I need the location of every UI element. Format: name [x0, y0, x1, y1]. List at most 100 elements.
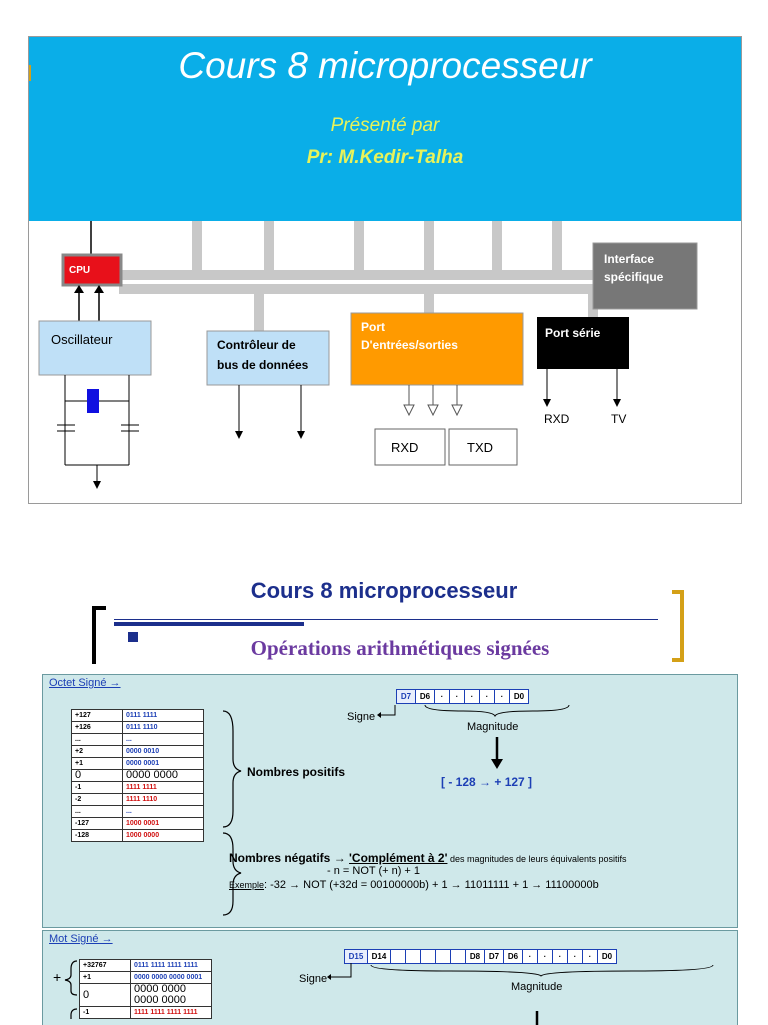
decimal-cell: 0	[79, 983, 131, 1007]
bus-controller-label-2: bus de données	[217, 358, 309, 372]
down-arrow-icon	[491, 737, 503, 769]
example-text: : -32 → NOT (+32d = 00100000b) + 1 → 110…	[264, 879, 599, 891]
word-plus-sign: +	[53, 969, 62, 985]
binary-cell: 0111 1110	[122, 721, 204, 734]
decimal-cell: -127	[71, 817, 123, 830]
word-heading: Mot Signé →	[49, 933, 113, 945]
bit-cell: ·	[494, 689, 510, 704]
complement-label: 'Complément à 2'	[349, 851, 448, 865]
bit-cell: ·	[449, 689, 465, 704]
slide-1-title: Cours 8 microprocesseur	[178, 45, 592, 86]
system-diagram: CPU Oscillateur Contrôleur de bus de don…	[38, 217, 698, 489]
binary-cell: 0000 0010	[122, 745, 204, 758]
decimal-cell: +1	[71, 757, 123, 770]
presented-by: Présenté par	[330, 115, 440, 136]
slide-marker	[29, 65, 31, 81]
bit-cell: D15	[344, 949, 368, 964]
decimal-cell: +127	[71, 709, 123, 722]
author-name: Pr: M.Kedir-Talha	[306, 147, 464, 168]
binary-cell: 0000 0001	[122, 757, 204, 770]
title-rule	[114, 619, 658, 620]
table-row: ......	[71, 733, 204, 746]
binary-cell: 0111 1111 1111 1111	[130, 959, 212, 972]
serial-port-label: Port série	[545, 326, 601, 340]
serial-port-block	[537, 317, 629, 369]
bullet-square	[128, 632, 138, 642]
octet-sign-label: Signe	[347, 711, 376, 723]
octet-range: [ - 128 → + 127 ]	[441, 775, 533, 789]
rxd-box	[374, 428, 446, 466]
complement-formula: - n = NOT (+ n) + 1	[327, 865, 421, 877]
decimal-cell: 0	[71, 769, 123, 782]
slide-2-subtitle: Opérations arithmétiques signées	[250, 636, 550, 660]
binary-cell: 1111 1111	[122, 781, 204, 794]
bit-cell	[390, 949, 406, 964]
oscillator-label: Oscillateur	[51, 332, 113, 347]
slide-2-title: Cours 8 microprocesseur	[250, 578, 518, 603]
decimal-cell: -2	[71, 793, 123, 806]
binary-cell: ...	[122, 805, 204, 818]
decimal-cell: ...	[71, 805, 123, 818]
positive-label: Nombres positifs	[247, 765, 346, 779]
example-line: Exemple: -32 → NOT (+32d = 00100000b) + …	[229, 879, 599, 891]
complement-rest: des magnitudes de leurs équivalents posi…	[447, 854, 627, 864]
rxd-output-label: RXD	[544, 412, 570, 426]
decimal-cell: +32767	[79, 959, 131, 972]
bit-cell: ·	[537, 949, 553, 964]
bit-cell	[420, 949, 436, 964]
bit-cell: ·	[522, 949, 538, 964]
cpu-label: CPU	[69, 265, 90, 276]
binary-cell: 1000 0000	[122, 829, 204, 842]
bit-cell: D0	[509, 689, 529, 704]
bit-cell: D14	[367, 949, 391, 964]
interface-label-2: spécifique	[604, 270, 664, 284]
interface-block	[592, 242, 698, 310]
bit-cell: D7	[396, 689, 416, 704]
octet-heading: Octet Signé →	[49, 677, 121, 689]
rxd-box-label: RXD	[391, 440, 418, 455]
octet-magnitude-label: Magnitude	[467, 721, 519, 733]
binary-cell: 1111 1110	[122, 793, 204, 806]
decimal-cell: +126	[71, 721, 123, 734]
binary-cell: 1000 0001	[122, 817, 204, 830]
left-bracket	[92, 606, 96, 664]
decimal-cell: +1	[79, 971, 131, 984]
bit-cell: D6	[503, 949, 523, 964]
word-magnitude-label: Magnitude	[511, 981, 563, 993]
bit-cell: ·	[582, 949, 598, 964]
decimal-cell: -1	[79, 1006, 131, 1019]
binary-cell: 0000 0000 0000 0001	[130, 971, 212, 984]
bit-cell	[435, 949, 451, 964]
slide-1: CPU Oscillateur Contrôleur de bus de don…	[28, 36, 742, 504]
table-row: ......	[71, 805, 204, 818]
bit-cell	[405, 949, 421, 964]
io-port-label-2: D'entrées/sorties	[361, 338, 458, 352]
decimal-cell: -1	[71, 781, 123, 794]
bit-cell: ·	[434, 689, 450, 704]
bit-cell: D0	[597, 949, 617, 964]
right-bracket	[680, 590, 684, 662]
oscillator-block	[38, 320, 152, 376]
negative-label: Nombres négatifs →	[229, 851, 346, 865]
braces	[222, 710, 242, 916]
tv-output-label: TV	[611, 412, 626, 426]
bit-cell: D8	[465, 949, 485, 964]
io-port-label-1: Port	[361, 320, 385, 334]
binary-cell: 0000 0000	[122, 769, 204, 782]
